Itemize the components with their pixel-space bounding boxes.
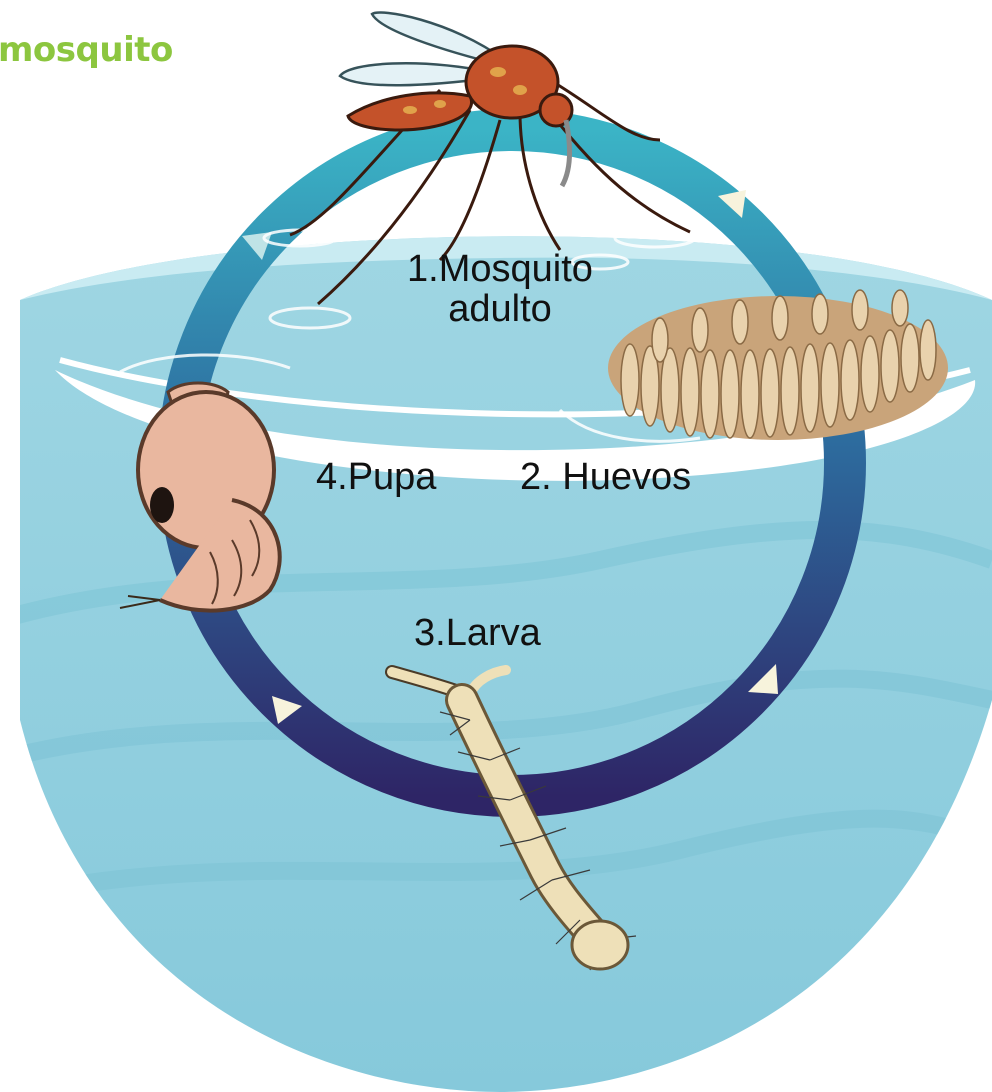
stage-label-adult: 1.Mosquito adulto <box>380 250 620 330</box>
stage-label-eggs: 2. Huevos <box>520 458 691 498</box>
brand-title: mosquito <box>0 30 173 70</box>
stage-label-pupa: 4.Pupa <box>316 458 436 498</box>
stage-label-adult-line2: adulto <box>380 290 620 330</box>
stage-label-larva: 3.Larva <box>414 614 541 654</box>
stage-label-adult-line1: 1.Mosquito <box>380 250 620 290</box>
